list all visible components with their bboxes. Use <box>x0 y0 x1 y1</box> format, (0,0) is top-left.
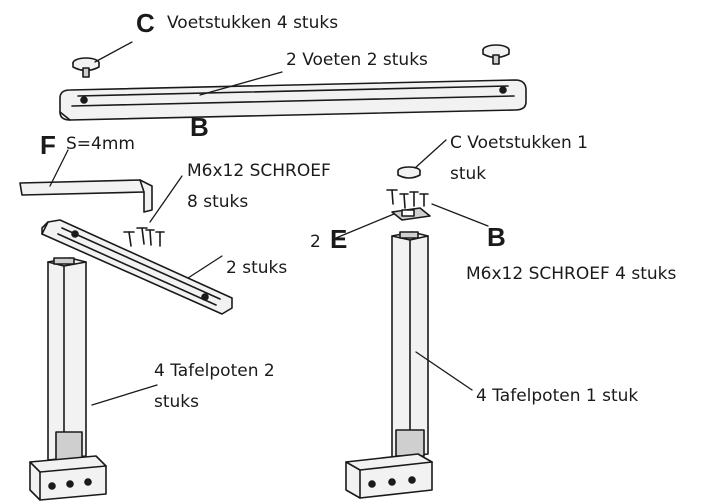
label-screw-right: M6x12 SCHROEF 4 stuks <box>466 264 676 284</box>
glide-right <box>398 167 420 178</box>
label-c-top-text: Voetstukken 4 stuks <box>167 13 338 33</box>
label-screw-left: M6x12 SCHROEF 8 stuks <box>187 156 331 218</box>
label-legs-left-line1: 4 Tafelpoten 2 <box>154 356 275 387</box>
leg-left <box>30 258 106 500</box>
leg-right <box>346 232 432 498</box>
label-b-right-letter: B <box>487 222 506 253</box>
glide-top-right <box>483 45 509 64</box>
label-c-right-line1: C Voetstukken 1 <box>450 128 588 159</box>
label-feet: 2 Voeten 2 stuks <box>286 50 428 70</box>
leader-bracket <box>188 256 222 278</box>
leader-b-right <box>432 204 488 226</box>
label-screw-left-line1: M6x12 SCHROEF <box>187 156 331 187</box>
leader-screw-left <box>150 176 182 222</box>
foot-rail-top <box>60 80 526 120</box>
label-b-left-letter: B <box>190 112 209 143</box>
label-e-letter: E <box>330 224 347 255</box>
hex-key <box>20 180 152 212</box>
label-f-letter: F <box>40 130 56 161</box>
leader-c-right <box>415 140 446 168</box>
label-c-right: C Voetstukken 1 stuk <box>450 128 588 190</box>
label-legs-left-line2: stuks <box>154 387 275 418</box>
screws-right <box>387 190 428 208</box>
label-c-right-line2: stuk <box>450 159 588 190</box>
label-legs-left: 4 Tafelpoten 2 stuks <box>154 356 275 418</box>
leader-leg-left <box>92 385 157 405</box>
glide-top-left <box>73 58 99 77</box>
label-legs-right: 4 Tafelpoten 1 stuk <box>476 386 638 406</box>
screws-left <box>124 228 164 246</box>
label-screw-left-line2: 8 stuks <box>187 187 331 218</box>
leader-c-top <box>95 42 132 62</box>
label-e-prefix: 2 <box>310 232 321 252</box>
label-f-text: S=4mm <box>66 134 135 154</box>
label-c-top-letter: C <box>136 8 155 39</box>
plate-right <box>392 208 430 220</box>
label-bracket: 2 stuks <box>226 258 287 278</box>
